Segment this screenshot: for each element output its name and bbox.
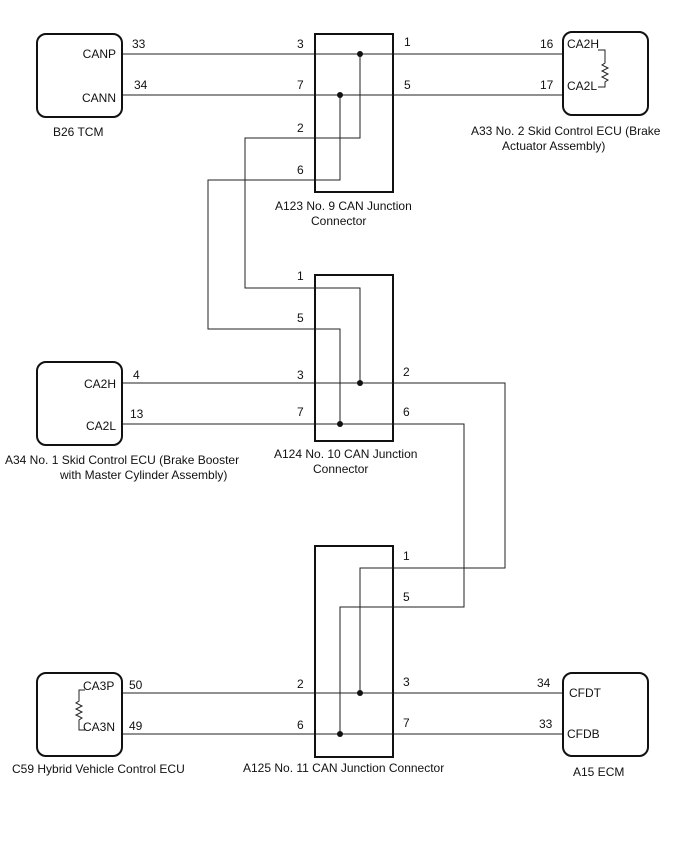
junction-dot bbox=[357, 690, 363, 696]
caption-a123: A123 No. 9 CAN Junction bbox=[275, 199, 412, 213]
wire-a124-6-to-a125-5 bbox=[393, 423, 465, 608]
pin-number: 5 bbox=[403, 590, 410, 604]
junction-a124-box bbox=[314, 274, 394, 442]
caption-a123: Connector bbox=[311, 214, 366, 228]
caption-a124: A124 No. 10 CAN Junction bbox=[274, 447, 417, 461]
pin-number: 7 bbox=[297, 405, 304, 419]
junction-dot bbox=[357, 380, 363, 386]
ecu-a15-box bbox=[562, 672, 649, 757]
caption-a33: Actuator Assembly) bbox=[502, 139, 605, 153]
pin-number: 2 bbox=[297, 121, 304, 135]
pin-number: 1 bbox=[403, 549, 410, 563]
junction-dot bbox=[357, 51, 363, 57]
resistor-a33-icon bbox=[598, 49, 610, 88]
pin-number: 2 bbox=[403, 365, 410, 379]
pin-label-ca3p: CA3P bbox=[83, 679, 114, 693]
caption-a33: A33 No. 2 Skid Control ECU (Brake bbox=[471, 124, 661, 138]
pin-number: 5 bbox=[297, 311, 304, 325]
caption-a34: A34 No. 1 Skid Control ECU (Brake Booste… bbox=[5, 453, 239, 467]
pin-number: 6 bbox=[403, 405, 410, 419]
caption-a15: A15 ECM bbox=[573, 765, 624, 779]
pin-number: 33 bbox=[132, 37, 146, 51]
pin-number: 1 bbox=[404, 35, 411, 49]
wire-a123-6-to-a124-5 bbox=[207, 179, 315, 330]
junction-dot bbox=[337, 731, 343, 737]
pin-label-cfdb: CFDB bbox=[567, 727, 600, 741]
ecu-c59-box bbox=[36, 672, 123, 757]
pin-number: 6 bbox=[297, 718, 304, 732]
caption-a34: with Master Cylinder Assembly) bbox=[59, 468, 227, 482]
junction-dot bbox=[337, 92, 343, 98]
pin-number: 17 bbox=[540, 78, 554, 92]
pin-number: 3 bbox=[403, 675, 410, 689]
pin-number: 33 bbox=[539, 717, 553, 731]
pin-label-ca2h: CA2H bbox=[567, 37, 599, 51]
junction-a125-box bbox=[314, 545, 394, 758]
junction-a123-box bbox=[314, 33, 394, 193]
resistor-c59-icon bbox=[74, 689, 85, 731]
pin-number: 1 bbox=[297, 269, 304, 283]
pin-number: 5 bbox=[404, 78, 411, 92]
pin-number: 7 bbox=[403, 716, 410, 730]
pin-number: 3 bbox=[297, 37, 304, 51]
ecu-a33-box bbox=[562, 31, 649, 116]
caption-c59: C59 Hybrid Vehicle Control ECU bbox=[12, 762, 185, 776]
pin-number: 16 bbox=[540, 37, 554, 51]
caption-a124: Connector bbox=[313, 462, 368, 476]
junction-dot bbox=[337, 421, 343, 427]
pin-number: 34 bbox=[537, 676, 551, 690]
ecu-b26-tcm-box bbox=[36, 33, 123, 118]
pin-number: 3 bbox=[297, 368, 304, 382]
ecu-a34-box bbox=[36, 361, 123, 446]
pin-number: 7 bbox=[297, 78, 304, 92]
pin-number: 2 bbox=[297, 677, 304, 691]
pin-label-cfdt: CFDT bbox=[569, 686, 602, 700]
pin-label-canp: CANP bbox=[83, 47, 116, 61]
pin-label-ca2l: CA2L bbox=[567, 79, 597, 93]
pin-number: 6 bbox=[297, 163, 304, 177]
caption-b26: B26 TCM bbox=[53, 125, 103, 139]
pin-number: 13 bbox=[130, 407, 144, 421]
junction-internal-wires bbox=[315, 53, 393, 735]
caption-a125: A125 No. 11 CAN Junction Connector bbox=[243, 761, 444, 775]
pin-number: 34 bbox=[134, 78, 148, 92]
wire-a123-2-to-a124-1 bbox=[244, 137, 315, 289]
pin-number: 4 bbox=[133, 368, 140, 382]
pin-label-ca3n: CA3N bbox=[83, 720, 115, 734]
pin-label-cann: CANN bbox=[82, 91, 116, 105]
pin-label-ca2h: CA2H bbox=[84, 377, 116, 391]
pin-number: 50 bbox=[129, 678, 143, 692]
wire-a124-2-to-a125-1 bbox=[393, 382, 506, 569]
pin-number: 49 bbox=[129, 719, 143, 733]
pin-label-ca2l: CA2L bbox=[86, 419, 116, 433]
